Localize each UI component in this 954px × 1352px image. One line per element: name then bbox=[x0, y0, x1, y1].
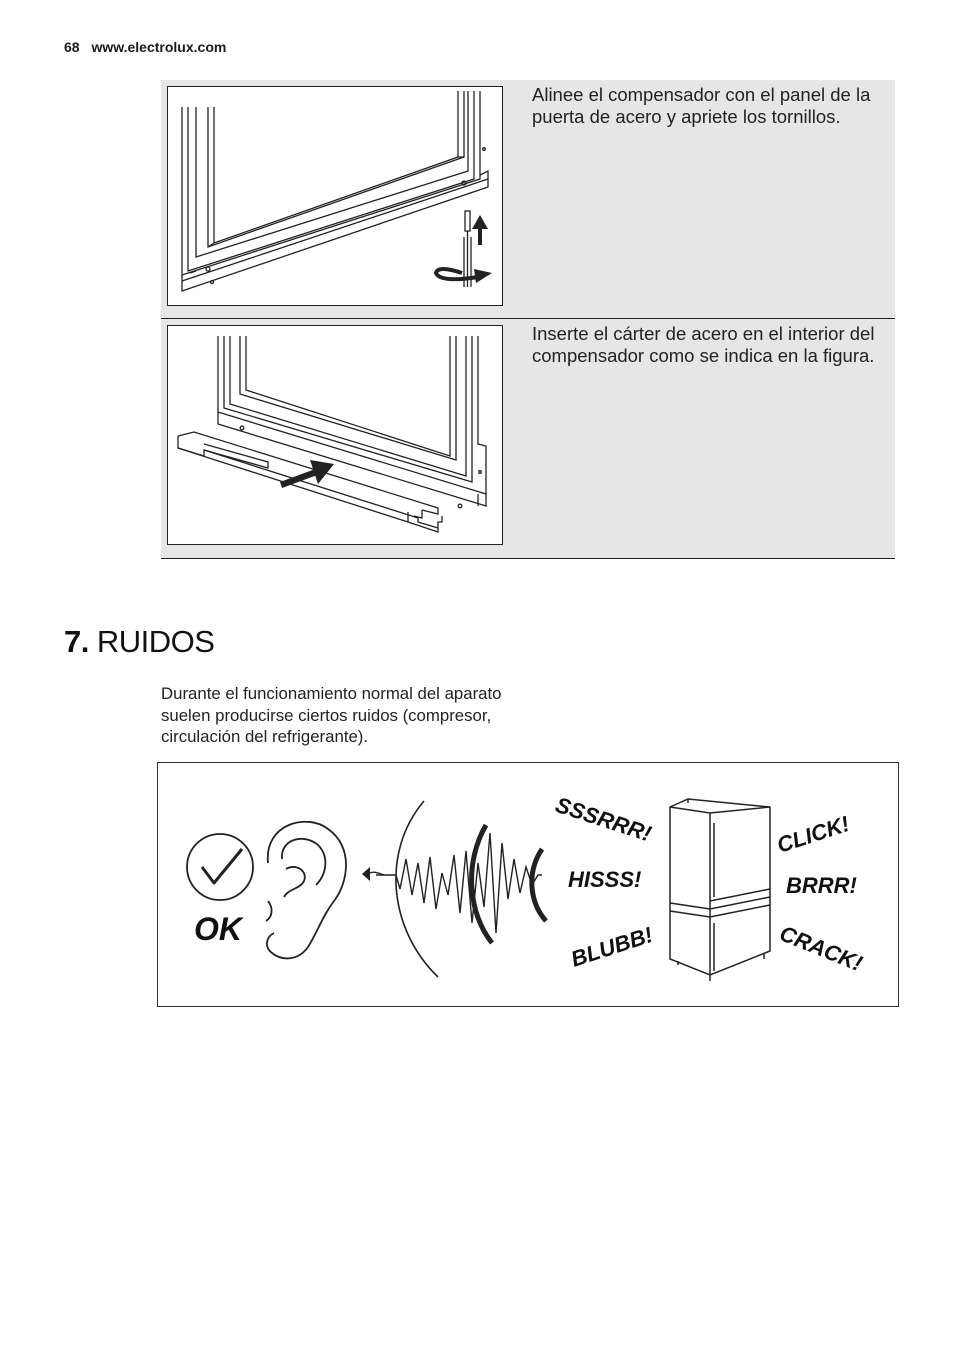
noise-illustration: OK bbox=[186, 792, 866, 981]
check-circle-icon bbox=[186, 833, 254, 901]
ok-label: OK bbox=[194, 911, 245, 947]
step-text: Alinee el compensador con el panel de la… bbox=[532, 84, 871, 127]
checkmark-icon bbox=[200, 848, 244, 885]
intro-paragraph: Durante el funcionamiento normal del apa… bbox=[161, 684, 502, 746]
step-align-compensator: Alinee el compensador con el panel de la… bbox=[161, 80, 895, 319]
sound-blubb: BLUBB! bbox=[568, 922, 656, 972]
figure-insert-plinth bbox=[167, 325, 503, 545]
sound-hisss: HISSS! bbox=[568, 867, 641, 892]
sound-brrr: BRRR! bbox=[786, 873, 857, 898]
page-header: 68 www.electrolux.com bbox=[64, 39, 226, 55]
page-number: 68 bbox=[64, 39, 80, 55]
figure-align-compensator bbox=[167, 86, 503, 306]
installation-steps: Alinee el compensador con el panel de la… bbox=[161, 80, 895, 559]
sound-crack: CRACK! bbox=[776, 920, 866, 976]
fridge-icon bbox=[669, 798, 771, 981]
sound-waves-icon bbox=[362, 800, 548, 978]
noise-figure: OK bbox=[157, 762, 899, 1007]
step-insert-plinth: Inserte el cárter de acero en el interio… bbox=[161, 319, 895, 559]
ear-icon bbox=[265, 820, 347, 960]
sound-sssrrr: SSSRRR! bbox=[552, 792, 654, 846]
website-url: www.electrolux.com bbox=[91, 39, 227, 55]
step-text: Inserte el cárter de acero en el interio… bbox=[532, 323, 875, 366]
plinth-insert-illustration bbox=[177, 336, 487, 533]
section-number: 7. bbox=[64, 624, 89, 659]
sound-click: CLICK! bbox=[774, 811, 853, 858]
door-compensator-illustration bbox=[181, 91, 492, 292]
section-heading: 7.RUIDOS bbox=[64, 624, 215, 660]
section-title: RUIDOS bbox=[96, 624, 215, 659]
